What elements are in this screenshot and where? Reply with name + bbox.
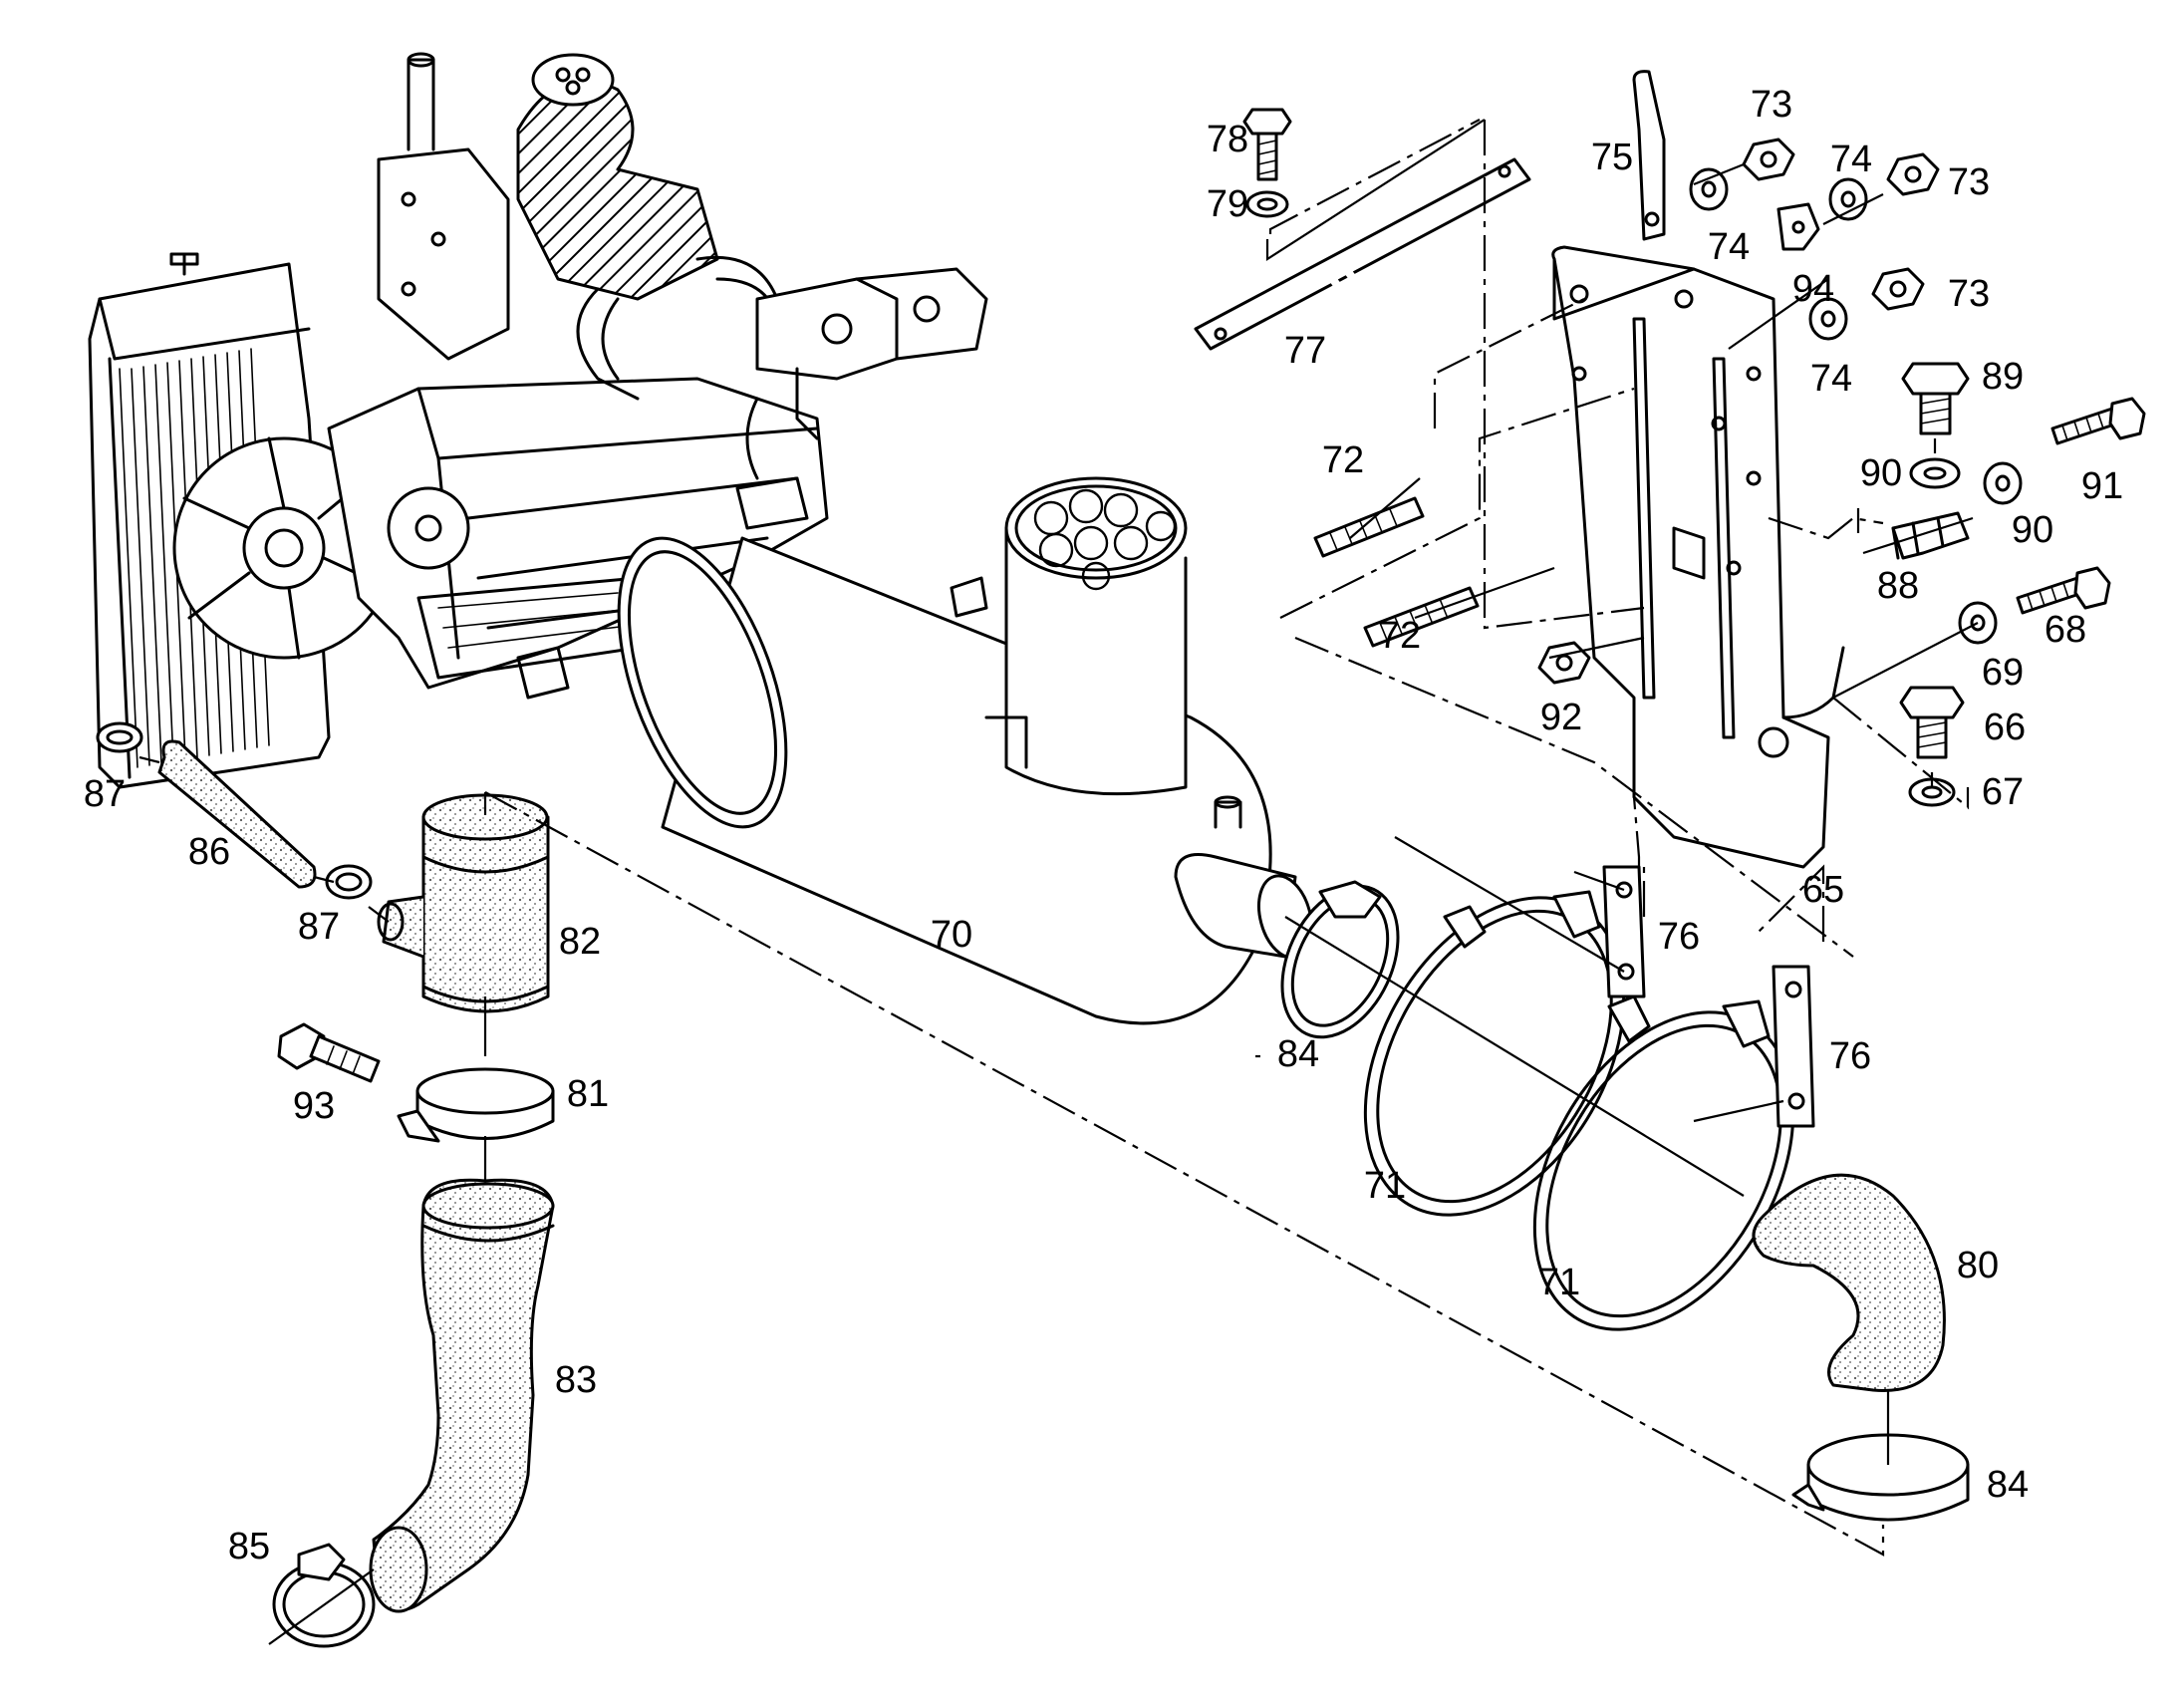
callout-83: 83 (554, 1359, 598, 1401)
callout-91: 91 (2080, 465, 2124, 507)
callout-68: 68 (2044, 609, 2087, 651)
callout-84-b: 84 (1986, 1464, 2030, 1506)
connector-82 (377, 793, 550, 1013)
nuts-washers-73-74 (1689, 138, 1940, 341)
callout-89: 89 (1981, 356, 2025, 398)
callout-86: 86 (187, 831, 231, 873)
callout-85: 85 (227, 1526, 271, 1567)
bolt-68 (1958, 566, 2111, 645)
callout-74-a: 74 (1707, 226, 1751, 268)
callout-81: 81 (566, 1073, 610, 1115)
muffler (617, 476, 1313, 1025)
callout-71-a: 71 (1363, 1165, 1407, 1207)
bolt-78 (1242, 108, 1292, 218)
callout-84-a: 84 (1276, 1033, 1320, 1075)
callout-67: 67 (1981, 771, 2025, 813)
callout-74-b: 74 (1829, 139, 1873, 180)
callout-90-a: 90 (1859, 452, 1903, 494)
hose-83 (369, 1178, 555, 1613)
callout-73-a: 73 (1750, 84, 1793, 126)
stud-72 (1313, 496, 1480, 648)
engine-assembly (88, 52, 988, 789)
callout-92: 92 (1539, 697, 1583, 738)
clamp-84-lower (1791, 1433, 1970, 1522)
callout-72-b: 72 (1378, 615, 1422, 657)
hose-86 (157, 739, 317, 889)
bracket-76-b (1772, 965, 1815, 1128)
bracket-88 (1891, 511, 1970, 560)
strap-77 (1194, 157, 1531, 351)
callout-76-a: 76 (1657, 916, 1701, 958)
bolt-93 (277, 1022, 381, 1083)
bolt-66 (1899, 686, 1965, 807)
callout-73-b: 73 (1947, 161, 1991, 203)
dash-dot-lines (483, 119, 1970, 1557)
callout-74-c: 74 (1809, 358, 1853, 400)
callout-66: 66 (1983, 707, 2027, 748)
callout-80: 80 (1956, 1245, 2000, 1286)
nut-92 (1537, 641, 1591, 685)
callout-90-b: 90 (2011, 509, 2054, 551)
callout-87-b: 87 (297, 906, 341, 948)
callout-75: 75 (1590, 137, 1634, 178)
callout-65: 65 (1801, 869, 1845, 911)
mounting-bracket (1551, 70, 1845, 869)
clamp-87-a (96, 721, 143, 753)
ring-clamp-71-a (1363, 890, 1626, 1217)
callout-78: 78 (1206, 119, 1249, 160)
bracket-76-a (1602, 865, 1646, 998)
callout-71-b: 71 (1537, 1262, 1581, 1303)
callout-82: 82 (558, 921, 602, 963)
bolt-91 (1983, 397, 2146, 505)
clamp-84-upper (1280, 880, 1400, 1039)
callout-69: 69 (1981, 652, 2025, 694)
clamp-81 (397, 1067, 555, 1143)
callout-73-c: 73 (1947, 273, 1991, 315)
callout-93: 93 (292, 1085, 336, 1127)
callout-88: 88 (1876, 565, 1920, 607)
callout-79: 79 (1206, 183, 1249, 225)
bolt-89 (1901, 362, 1970, 489)
callout-77: 77 (1283, 330, 1327, 372)
callout-76-b: 76 (1828, 1035, 1872, 1077)
callout-70: 70 (930, 914, 973, 956)
elbow-hose-80 (1752, 1173, 1946, 1392)
clamp-87-b (325, 864, 373, 900)
callout-72-a: 72 (1321, 439, 1365, 481)
callout-94: 94 (1791, 268, 1835, 310)
callout-87-a: 87 (83, 773, 127, 815)
